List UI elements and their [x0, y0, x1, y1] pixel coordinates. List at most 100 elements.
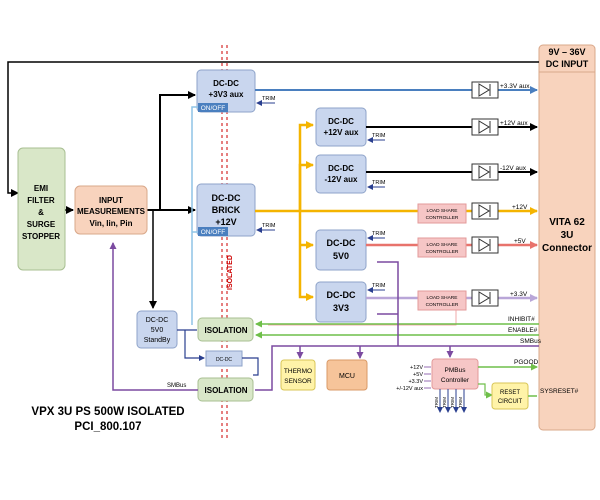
svg-text:+5V: +5V	[413, 372, 423, 378]
diode-icon	[471, 202, 499, 220]
onoff-control-lines	[191, 106, 198, 325]
dcdc-brick-12v-block: DC-DC BRICK +12V ON/OFF	[196, 183, 256, 237]
rail-labels: +3.3V aux +12V aux -12V aux +12V +5V +3.…	[500, 83, 530, 298]
pmbus-inputs: +12V +5V +3.3V +/-12V aux	[396, 365, 423, 392]
diode-icon	[471, 163, 499, 181]
svg-text:FILTER: FILTER	[27, 196, 55, 205]
svg-text:DC-DC: DC-DC	[327, 238, 356, 248]
diode-icon	[471, 289, 499, 307]
svg-text:+3.3V: +3.3V	[408, 379, 423, 385]
svg-text:LOAD SHARE: LOAD SHARE	[427, 295, 458, 301]
svg-text:5V0: 5V0	[151, 327, 164, 334]
diagram-title-line1: VPX 3U PS 500W ISOLATED	[31, 406, 184, 418]
diagram-title-line2: PCI_800.107	[74, 421, 141, 433]
svg-text:+3.3V aux: +3.3V aux	[500, 83, 530, 90]
svg-text:SURGE: SURGE	[27, 220, 56, 229]
load-share-controller-5v: LOAD SHARE CONTROLLER	[417, 237, 467, 258]
svg-text:TRIM: TRIM	[372, 231, 386, 237]
diode-icon	[471, 236, 499, 254]
svg-text:LOAD SHARE: LOAD SHARE	[427, 208, 458, 214]
svg-text:DC-DC: DC-DC	[327, 290, 356, 300]
standby-lines	[177, 329, 205, 361]
svg-text:ISOLATION: ISOLATION	[205, 386, 248, 395]
reset-circuit-block: RESET CIRCUIT	[491, 382, 529, 410]
svg-text:3V3: 3V3	[333, 303, 349, 313]
svg-text:SENSOR: SENSOR	[284, 378, 312, 385]
svg-text:+12V: +12V	[410, 365, 423, 371]
dcdc-small-block: DC-DC	[205, 350, 243, 367]
svg-text:PMBus: PMBus	[445, 367, 467, 374]
vita62-connector: VITA 62 3U Connector	[538, 44, 596, 431]
svg-text:DC-DC: DC-DC	[216, 357, 232, 363]
connector-line-1: VITA 62	[549, 217, 585, 228]
onoff-label: ON/OFF	[201, 105, 226, 112]
trim-arrows-primary: TRIM TRIM	[256, 96, 276, 233]
svg-text:CONTROLLER: CONTROLLER	[426, 302, 459, 308]
svg-text:Vin, Iin, Pin: Vin, Iin, Pin	[90, 219, 133, 228]
inhibit-label: INHIBIT#	[508, 316, 535, 323]
svg-text:ISOLATION: ISOLATION	[205, 326, 248, 335]
svg-text:EMI: EMI	[34, 184, 48, 193]
svg-text:LOAD SHARE: LOAD SHARE	[427, 242, 458, 248]
thermo-sensor-block: THERMO SENSOR	[280, 359, 316, 391]
dcdc-5v0-block: DC-DC 5V0	[315, 229, 367, 271]
svg-text:TRIM: TRIM	[372, 283, 386, 289]
svg-text:TRIM: TRIM	[442, 397, 447, 408]
dc-input-label: 9V – 36V DC INPUT	[539, 47, 595, 73]
svg-text:TRIM: TRIM	[458, 397, 463, 408]
isolated-label: ISOLATED	[227, 255, 234, 290]
svg-text:-12V aux: -12V aux	[500, 165, 527, 172]
pmbus-trim-outputs: TRIM TRIM TRIM TRIM	[434, 389, 467, 413]
svg-text:RESET: RESET	[500, 390, 520, 396]
svg-text:Controller: Controller	[441, 377, 470, 384]
svg-text:TRIM: TRIM	[372, 133, 386, 139]
svg-text:TRIM: TRIM	[262, 223, 276, 229]
onoff-label: ON/OFF	[201, 229, 226, 236]
smbus-right-label: SMBus	[520, 338, 542, 345]
svg-text:TRIM: TRIM	[434, 397, 439, 408]
svg-text:&: &	[38, 208, 44, 217]
diode-icon	[471, 118, 499, 136]
svg-text:DC-DC: DC-DC	[328, 117, 354, 126]
pmbus-controller-block: PMBus Controller	[431, 358, 479, 390]
enable-label: ENABLE#	[508, 327, 538, 334]
svg-text:+3.3V: +3.3V	[510, 291, 528, 298]
load-share-controller-12v: LOAD SHARE CONTROLLER	[417, 203, 467, 224]
pmbus-input-arrows	[424, 366, 431, 389]
svg-text:TRIM: TRIM	[372, 180, 386, 186]
trim-arrows-secondary: TRIM TRIM TRIM TRIM	[367, 133, 386, 293]
svg-text:CIRCUIT: CIRCUIT	[498, 399, 523, 405]
svg-text:TRIM: TRIM	[262, 96, 276, 102]
primary-bus-lines	[64, 91, 196, 309]
svg-text:DC-DC: DC-DC	[212, 193, 241, 203]
dcdc-12v-aux-block: DC-DC +12V aux	[315, 107, 367, 147]
svg-text:MCU: MCU	[339, 373, 355, 380]
pgood-label: PGOOD	[514, 359, 539, 366]
isolation-smbus-block: ISOLATION	[197, 377, 254, 402]
svg-text:MEASUREMENTS: MEASUREMENTS	[77, 207, 146, 216]
svg-text:THERMO: THERMO	[284, 368, 312, 375]
input-measurements-block: INPUT MEASUREMENTS Vin, Iin, Pin	[74, 185, 148, 235]
oring-diodes	[471, 81, 499, 307]
dcdc-5v0-standby-block: DC-DC 5V0 StandBy	[136, 310, 178, 349]
svg-text:+12V aux: +12V aux	[324, 128, 359, 137]
svg-text:TRIM: TRIM	[450, 397, 455, 408]
dc-input-line	[7, 61, 539, 197]
svg-text:+12V aux: +12V aux	[500, 120, 528, 127]
svg-text:+12V: +12V	[512, 204, 528, 211]
svg-text:CONTROLLER: CONTROLLER	[426, 215, 459, 221]
svg-text:DC-DC: DC-DC	[213, 79, 239, 88]
mcu-block: MCU	[326, 359, 368, 391]
svg-text:+/-12V aux: +/-12V aux	[396, 386, 423, 392]
svg-text:9V – 36V: 9V – 36V	[548, 47, 585, 57]
isolation-control-block: ISOLATION	[197, 317, 254, 342]
svg-text:+12V: +12V	[215, 217, 236, 227]
svg-text:5V0: 5V0	[333, 251, 349, 261]
svg-text:-12V aux: -12V aux	[325, 175, 358, 184]
svg-text:BRICK: BRICK	[212, 205, 241, 215]
connector-line-2: 3U	[561, 230, 574, 241]
svg-text:STOPPER: STOPPER	[22, 232, 60, 241]
svg-text:INPUT: INPUT	[99, 196, 123, 205]
load-share-controller-3v3: LOAD SHARE CONTROLLER	[417, 290, 467, 311]
